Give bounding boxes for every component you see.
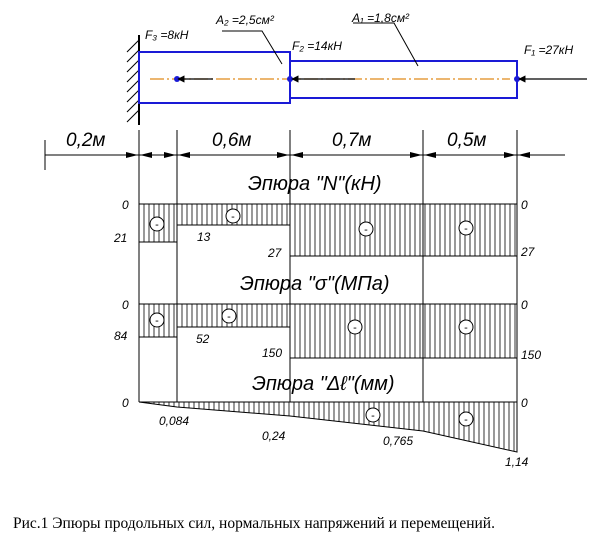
epure-n-right-zero: 0 (521, 198, 528, 212)
minus-sign-marker: - (365, 407, 381, 423)
epure-delta-hatch (143, 402, 515, 452)
epure-delta-value-024: 0,24 (262, 429, 286, 443)
segment-length-3: 0,7м (332, 130, 371, 151)
fixed-support-hatch (126, 35, 140, 125)
epure-sigma-right-zero: 0 (521, 298, 528, 312)
minus-sign-marker: - (458, 220, 474, 236)
minus-sign-text: - (464, 223, 468, 235)
vertical-guides (138, 155, 518, 402)
epure-delta-left-zero: 0 (122, 396, 129, 410)
epure-n-value-27b: 27 (520, 245, 536, 259)
area-label-a1: A₁ =1,8см² (351, 11, 410, 25)
minus-sign-text: - (227, 311, 231, 323)
minus-sign-text: - (371, 410, 375, 422)
minus-sign-marker: - (347, 319, 363, 335)
epure-delta-value-0765: 0,765 (383, 434, 413, 448)
minus-sign-marker: - (225, 208, 241, 224)
area-label-a2: A₂ =2,5см² (215, 13, 275, 27)
dimension-line: 0,2м 0,6м 0,7м 0,5м (44, 130, 565, 170)
epure-delta-right-zero: 0 (521, 396, 528, 410)
bar-section-wide (138, 51, 291, 104)
segment-length-1: 0,2м (66, 130, 105, 151)
area-a2-leader (222, 30, 283, 65)
epure-n: Эпюра "N"(кН) 0 0 21 13 27 27 (113, 173, 536, 260)
minus-sign-marker: - (149, 216, 165, 232)
epure-sigma-value-150a: 150 (262, 346, 282, 360)
minus-sign-text: - (464, 322, 468, 334)
epure-delta-value-114: 1,14 (505, 455, 529, 469)
minus-sign-marker: - (458, 319, 474, 335)
minus-sign-marker: - (149, 312, 165, 328)
minus-sign-marker: - (458, 411, 474, 427)
epure-delta-value-0084: 0,084 (159, 414, 189, 428)
epure-sigma-value-84: 84 (114, 329, 128, 343)
epure-sigma-value-52: 52 (196, 332, 210, 346)
sign-markers: - - - - - - - - - - (149, 208, 474, 427)
epure-sigma-value-150b: 150 (521, 348, 541, 362)
minus-sign-text: - (231, 211, 235, 223)
force-label-f1: F₁ =27кН (524, 43, 573, 57)
force-label-f2: F₂ =14кН (292, 39, 342, 53)
minus-sign-text: - (364, 224, 368, 236)
area-a1-leader (353, 22, 419, 67)
beam-section: F₃ =8кН F₂ =14кН F₁ =27кН A₂ =2,5см² A₁ … (126, 11, 587, 125)
minus-sign-marker: - (221, 308, 237, 324)
epure-n-left-zero: 0 (122, 198, 129, 212)
epure-sigma: Эпюра "σ"(МПа) 0 0 84 52 150 150 (114, 273, 541, 362)
segment-length-4: 0,5м (447, 130, 486, 151)
epure-sigma-outline (138, 304, 518, 359)
epure-sigma-hatch (143, 304, 516, 358)
epure-n-outline (138, 204, 518, 257)
segment-length-2: 0,6м (212, 130, 251, 151)
epure-sigma-left-zero: 0 (122, 298, 129, 312)
force-label-f3: F₃ =8кН (145, 28, 189, 42)
epure-n-value-27a: 27 (267, 246, 283, 260)
epure-sigma-title: Эпюра "σ"(МПа) (240, 273, 390, 295)
epure-n-title: Эпюра "N"(кН) (248, 173, 382, 195)
epure-n-value-21: 21 (113, 231, 127, 245)
minus-sign-marker: - (358, 221, 374, 237)
minus-sign-text: - (353, 322, 357, 334)
minus-sign-text: - (464, 414, 468, 426)
epure-n-value-13: 13 (197, 230, 211, 244)
epure-delta: Эпюра "Δℓ"(мм) 0 0 0,084 0,24 0,765 1,14 (122, 373, 529, 469)
epure-delta-title: Эпюра "Δℓ"(мм) (252, 373, 395, 395)
epure-delta-outline (138, 401, 518, 453)
minus-sign-text: - (155, 315, 159, 327)
minus-sign-text: - (155, 219, 159, 231)
figure-caption: Рис.1 Эпюры продольных сил, нормальных н… (13, 515, 495, 532)
